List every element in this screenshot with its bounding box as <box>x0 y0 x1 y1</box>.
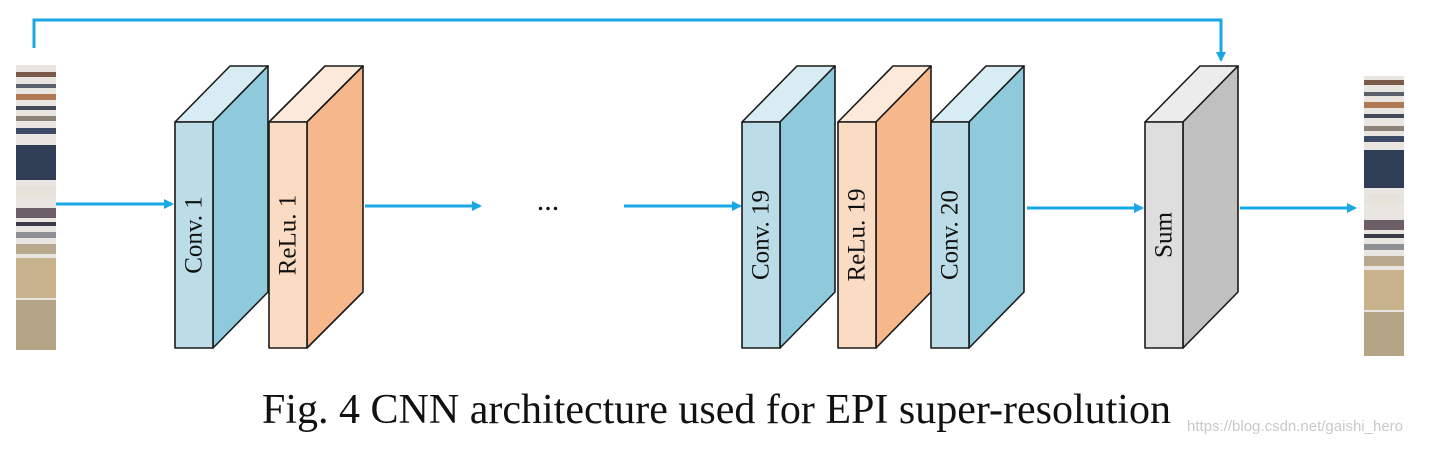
layer-block-conv19: Conv. 19 <box>741 65 836 349</box>
layer-block-label: ReLu. 19 <box>844 188 871 281</box>
layer-blocks: Conv. 1 ReLu. 1 Conv. 19 ReLu. 19 Conv. 20 Su… <box>174 65 1239 349</box>
layer-block-label: Conv. 1 <box>181 196 208 274</box>
skip-connection-arrow <box>32 18 1226 62</box>
layer-block-sum: Sum <box>1144 65 1239 349</box>
layer-block-front-face <box>174 121 214 349</box>
layer-block-relu19: ReLu. 19 <box>837 65 932 349</box>
layer-block-label: Conv. 19 <box>748 190 775 280</box>
layer-block-label: Conv. 20 <box>937 190 964 280</box>
layer-block-relu1: ReLu. 1 <box>268 65 364 349</box>
layer-block-conv20: Conv. 20 <box>930 65 1025 349</box>
layer-block-front-face <box>1144 121 1184 349</box>
layer-block-front-face <box>268 121 308 349</box>
layer-block-label: ReLu. 1 <box>275 195 302 276</box>
figure-caption: Fig. 4 CNN architecture used for EPI sup… <box>262 387 1171 433</box>
ellipsis: ... <box>537 184 560 217</box>
layer-block-front-face <box>837 121 877 349</box>
output-epi-image <box>1364 76 1404 356</box>
layer-block-front-face <box>930 121 970 349</box>
input-epi-image <box>16 65 56 350</box>
layer-block-conv1: Conv. 1 <box>174 65 269 349</box>
layer-block-label: Sum <box>1151 212 1178 258</box>
layer-block-front-face <box>741 121 781 349</box>
watermark: https://blog.csdn.net/gaishi_hero <box>1187 418 1403 435</box>
